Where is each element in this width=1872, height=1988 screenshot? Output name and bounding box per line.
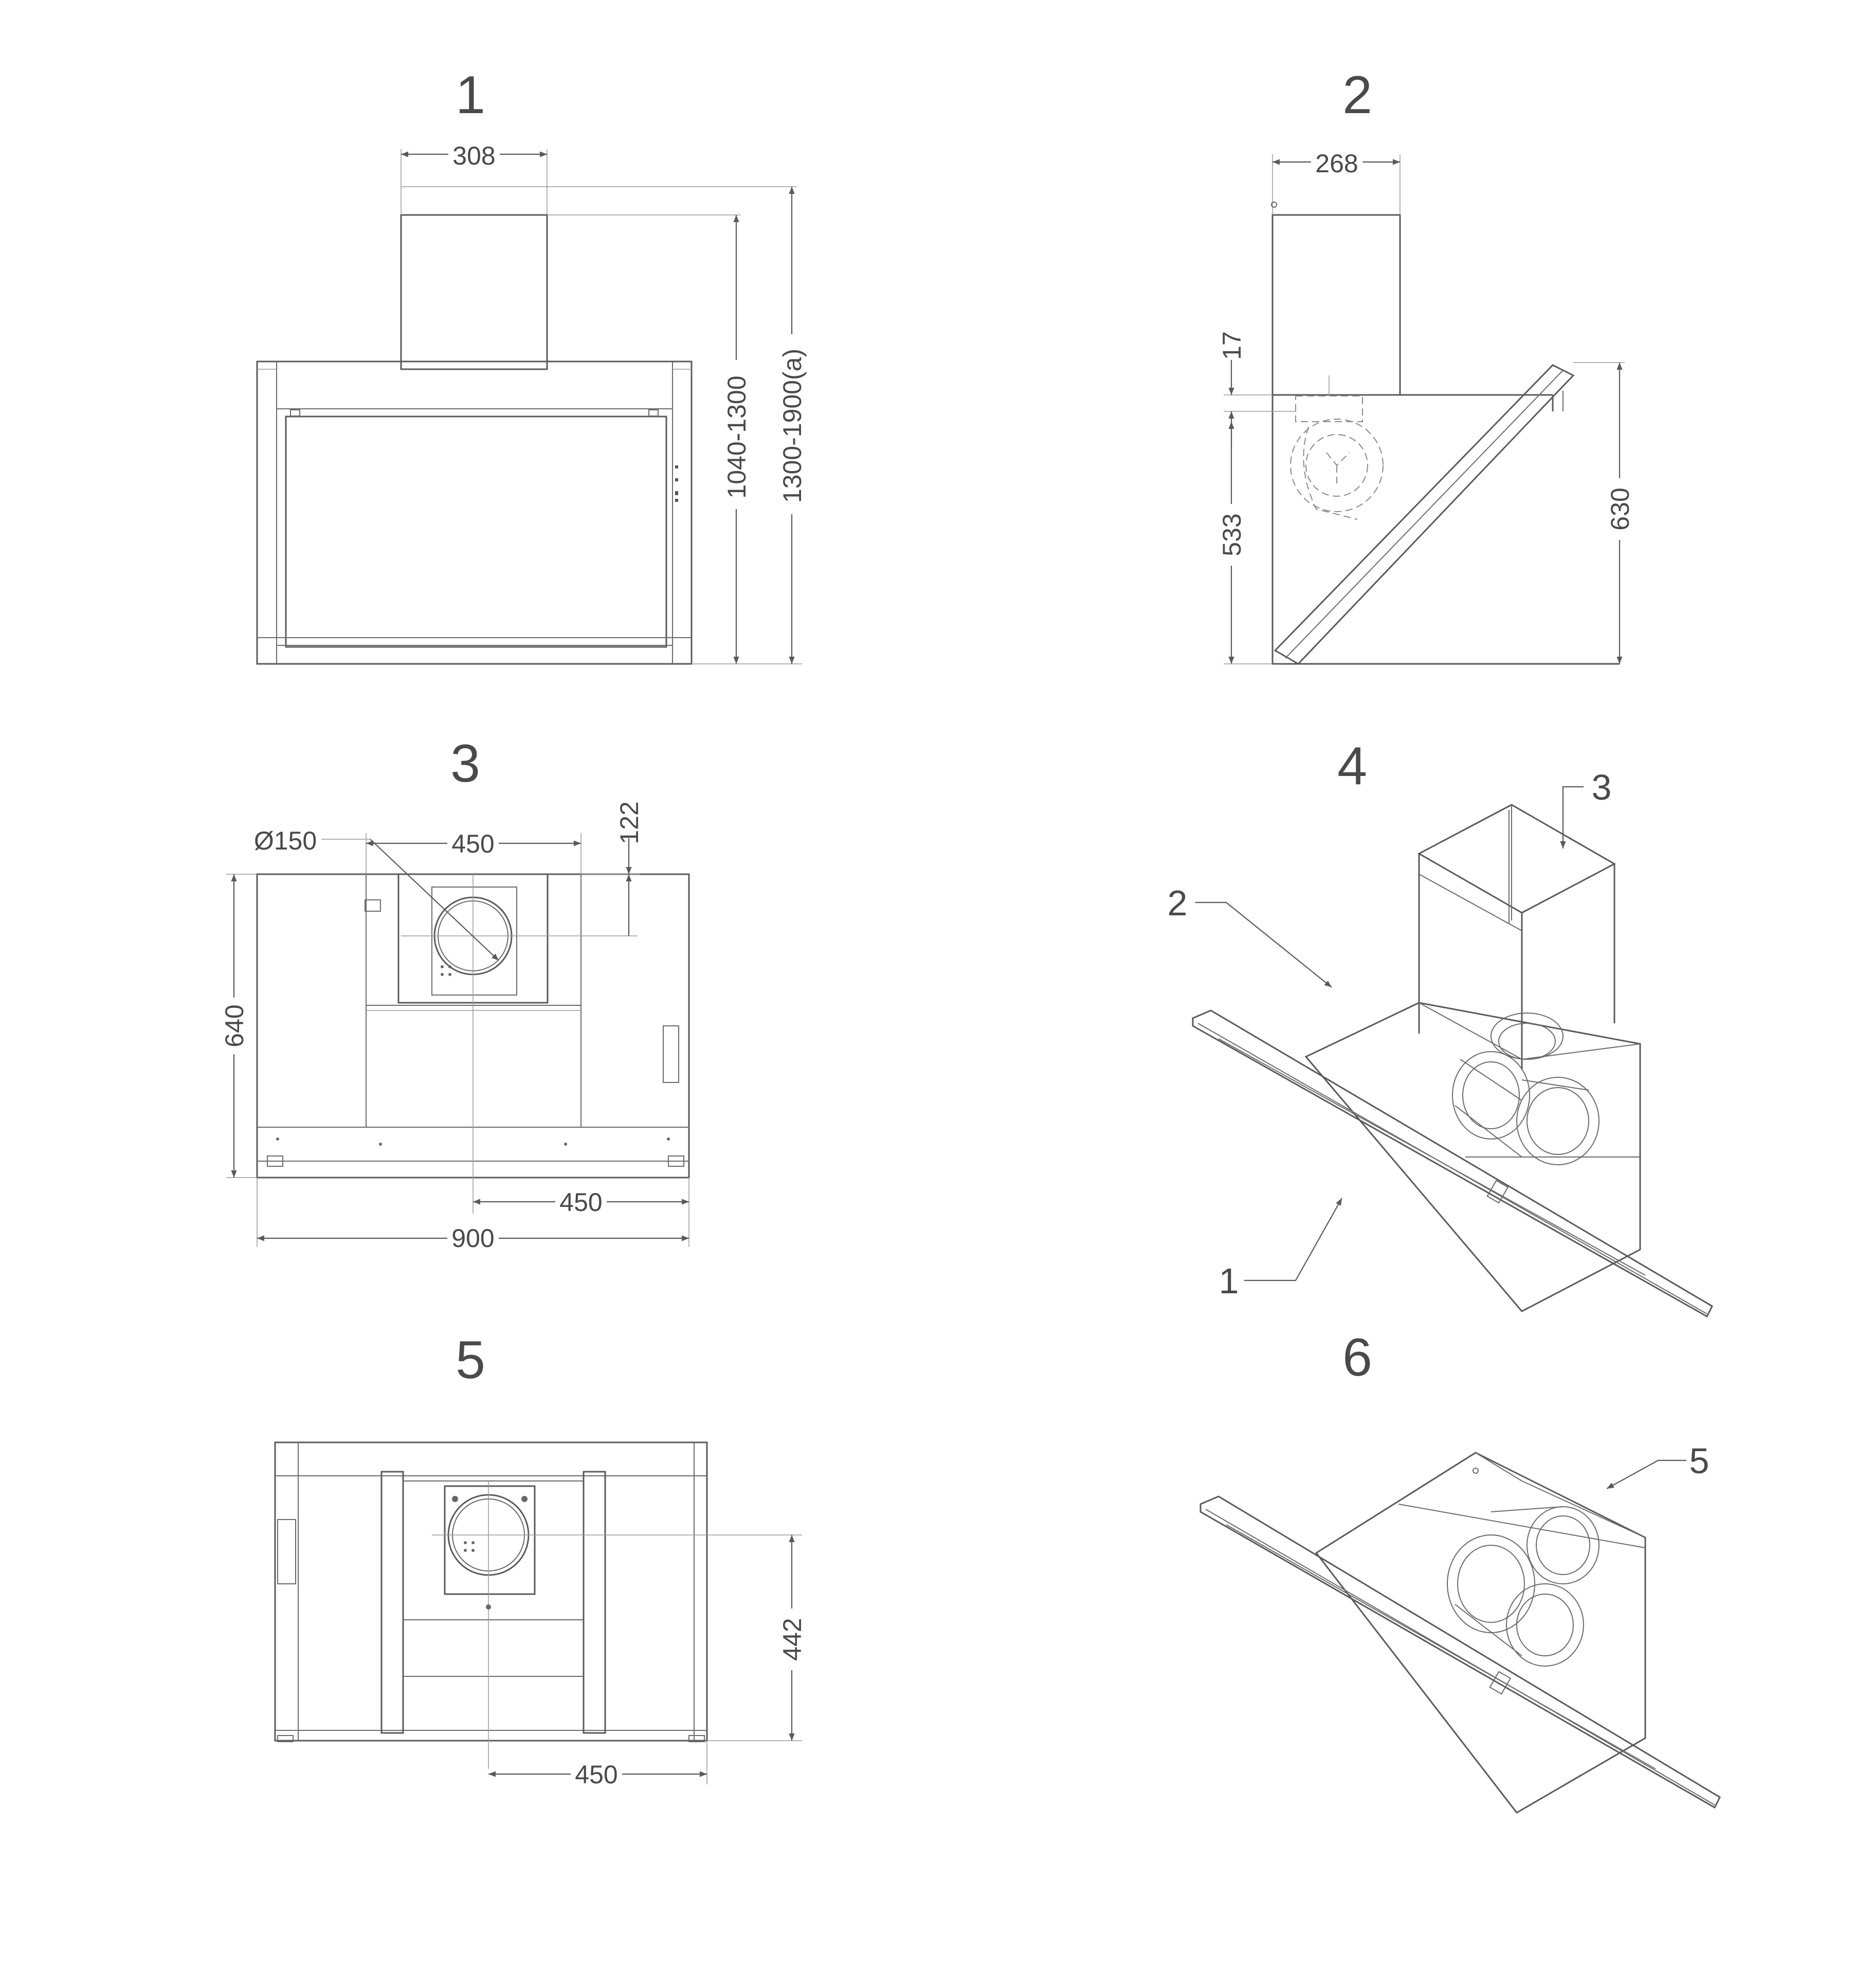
figure-1-number: 1 xyxy=(456,65,485,125)
fig6-callout-5: 5 xyxy=(1689,1441,1710,1481)
figure-5-number: 5 xyxy=(456,1330,485,1390)
fig4-callout-1: 1 xyxy=(1219,1261,1239,1301)
fig2-glass-panel xyxy=(1274,364,1575,665)
fig4-callout-3: 3 xyxy=(1592,767,1612,807)
fig2-dim-gap: 17 xyxy=(1217,331,1246,360)
fig5-dim-vertical-offset: 442 xyxy=(778,1618,807,1660)
fig5-motor-housing xyxy=(444,1485,536,1595)
fig2-dim-chimney-depth: 268 xyxy=(1315,149,1358,178)
fig6-glass-bar xyxy=(1199,1495,1721,1809)
fig1-dim-chimney-height: 1040-1300 xyxy=(722,375,751,498)
fig1-chimney xyxy=(400,214,548,370)
fig1-dim-chimney-width: 308 xyxy=(452,141,495,170)
figure-2-side-view: 2 268 17 xyxy=(1217,65,1634,665)
fig2-dim-panel-height: 630 xyxy=(1606,487,1634,530)
fig3-dim-outlet-offset: 122 xyxy=(615,801,644,844)
figure-4-isometric-view: 4 1 xyxy=(1168,736,1713,1318)
fig1-control-buttons xyxy=(675,465,678,502)
fig4-callout-2: 2 xyxy=(1168,883,1188,923)
figure-1-front-view: 1 308 1040-1300 xyxy=(256,65,807,665)
figure-4-number: 4 xyxy=(1337,736,1367,796)
fig3-dim-bracket-width: 450 xyxy=(451,829,494,858)
fig5-body-outline xyxy=(274,1441,708,1742)
fig3-dim-half-width: 450 xyxy=(559,1188,602,1217)
fig4-chimney-top xyxy=(1417,804,1616,914)
fig4-glass-bar xyxy=(1192,1009,1713,1318)
figure-2-number: 2 xyxy=(1342,65,1372,125)
fig1-hood-body xyxy=(256,360,693,665)
figure-6-isometric-view: 6 5 xyxy=(1199,1328,1721,1814)
fig3-dim-outlet-diameter: Ø150 xyxy=(254,826,317,855)
fig4-motor-cylinders xyxy=(1452,1013,1600,1165)
fig4-hood-body xyxy=(1304,1002,1641,1312)
figure-3-top-view: 3 Ø150 450 xyxy=(220,734,690,1253)
fig1-glass-panel xyxy=(285,415,667,648)
fig3-dim-total-width: 900 xyxy=(451,1224,494,1253)
figure-3-number: 3 xyxy=(450,734,480,793)
fig3-dim-depth: 640 xyxy=(220,1004,249,1047)
figure-6-number: 6 xyxy=(1342,1328,1372,1387)
fig1-dim-total-height: 1300-1900(a) xyxy=(778,349,807,503)
fig2-motor-outline xyxy=(1290,375,1384,520)
fig2-dim-body-height: 533 xyxy=(1217,513,1246,556)
figure-5-back-view: 5 442 450 xyxy=(274,1330,807,1789)
fig2-chimney xyxy=(1271,214,1401,396)
fig6-motor-cylinders xyxy=(1447,1506,1600,1667)
fig5-dim-half-width: 450 xyxy=(575,1760,617,1789)
fig6-hood-body xyxy=(1315,1452,1646,1814)
